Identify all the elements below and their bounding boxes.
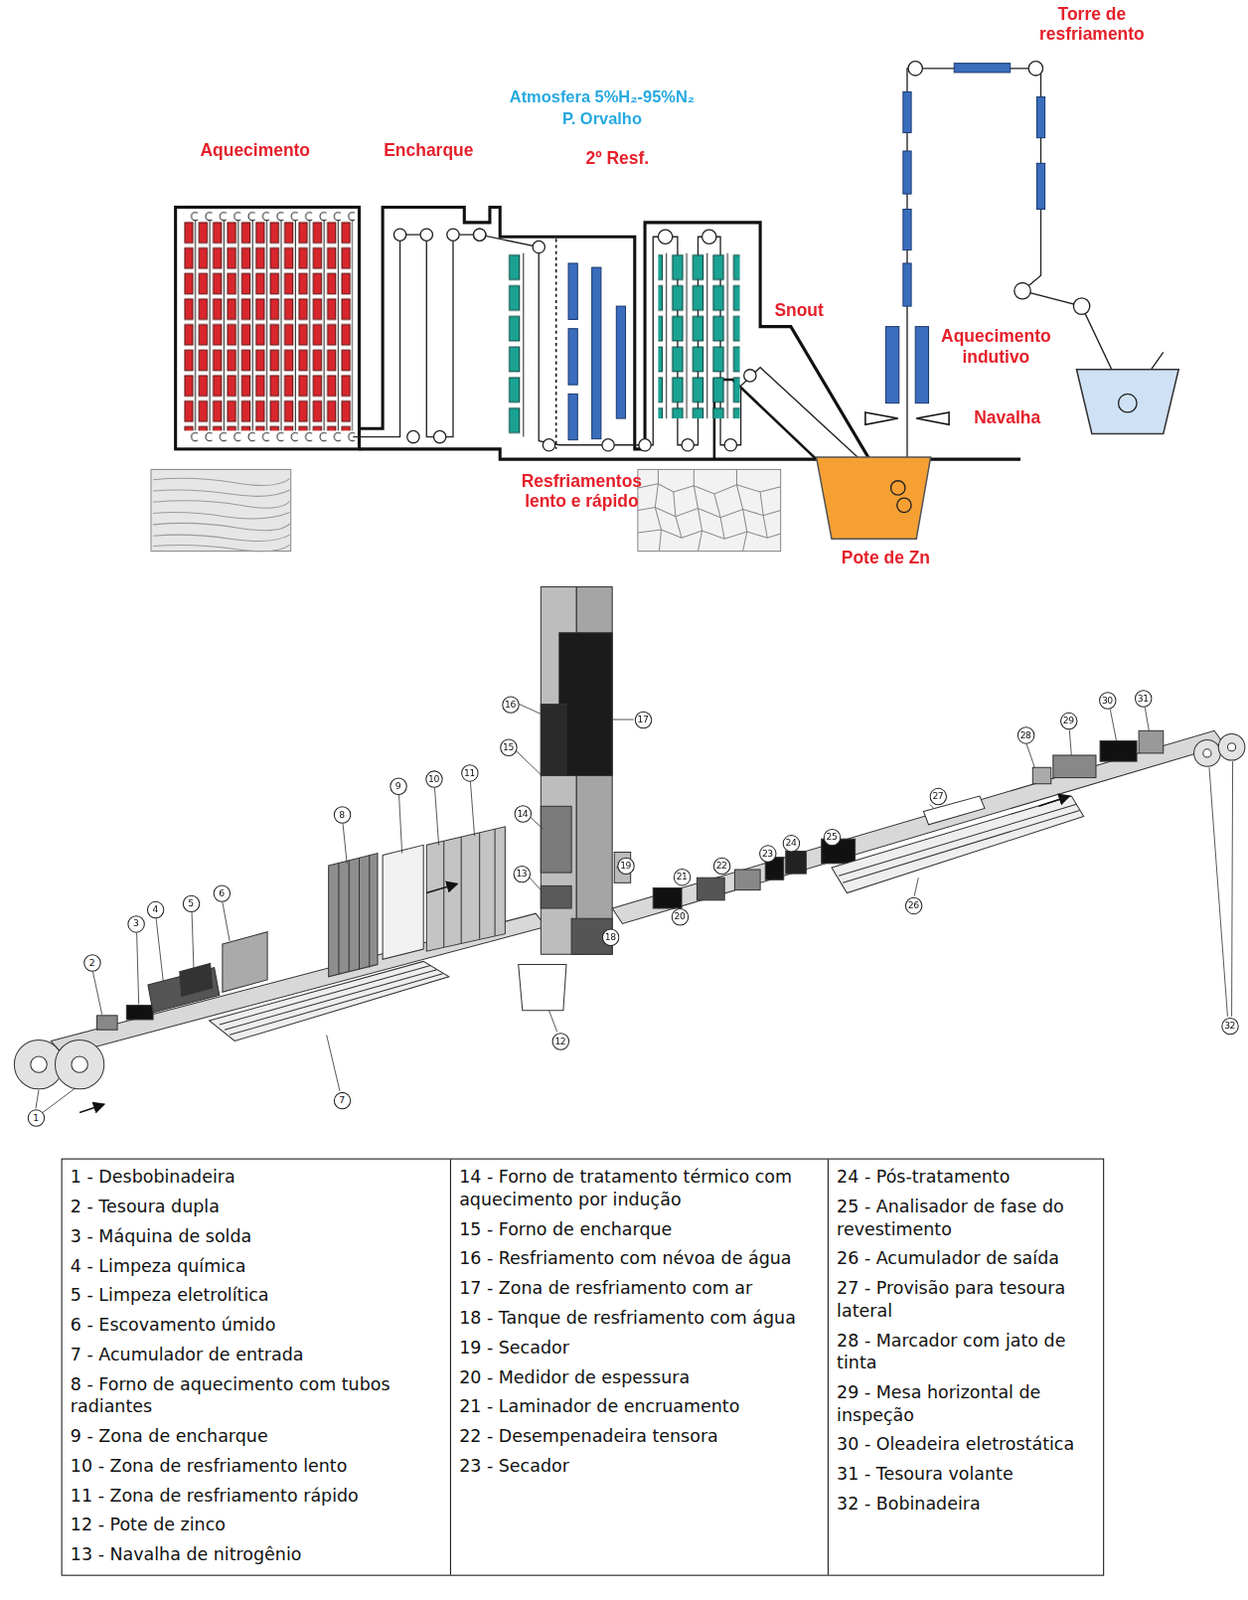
callout-number: 22 [712, 856, 730, 874]
callout-number: 28 [1016, 726, 1034, 744]
callout-number: 10 [425, 770, 443, 787]
table-cell: 30 - Oleadeira eletrostática [836, 1432, 1094, 1456]
table-cell: 5 - Limpeza eletrolítica [70, 1283, 443, 1307]
callout-number: 26 [904, 896, 922, 914]
table-cell: 4 - Limpeza química [70, 1253, 443, 1277]
flow-arrows [79, 795, 1070, 1112]
callout-number: 8 [332, 805, 350, 823]
table-cell: 3 - Máquina de solda [70, 1224, 443, 1248]
callout-number: 9 [389, 777, 407, 794]
table-cell: 26 - Acumulador de saída [836, 1247, 1094, 1270]
section-label: Torre de resfriamento [1031, 3, 1152, 44]
callout-number: 7 [332, 1091, 350, 1108]
callout-number: 12 [551, 1032, 569, 1050]
table-cell: 14 - Forno de tratamento térmico com aqu… [459, 1165, 820, 1211]
callout-number: 29 [1060, 711, 1078, 729]
callout-number: 1 [26, 1108, 44, 1126]
table-cell: 21 - Laminador de encruamento [459, 1395, 820, 1418]
table-cell: 1 - Desbobinadeira [70, 1165, 443, 1189]
table-cell: 31 - Tesoura volante [836, 1462, 1094, 1486]
section-label: Encharque [383, 141, 473, 161]
callout-number: 20 [670, 907, 688, 925]
table-cell: 9 - Zona de encharque [70, 1424, 443, 1448]
callout-number: 32 [1221, 1016, 1239, 1034]
leader-lines [35, 704, 1234, 1113]
callout-number: 18 [601, 928, 619, 945]
rolls [183, 430, 356, 443]
callout-number: 27 [929, 786, 946, 804]
callout-number: 21 [672, 867, 690, 885]
table-cell: 29 - Mesa horizontal de inspeção [836, 1381, 1094, 1426]
callout-number: 31 [1133, 689, 1151, 707]
callout-number: 15 [499, 738, 517, 756]
callout-number: 16 [501, 695, 519, 713]
rolls [183, 210, 356, 223]
table-cell: 17 - Zona de resfriamento com ar [459, 1276, 820, 1300]
strip-path [352, 68, 1163, 498]
callout-number: 4 [146, 900, 163, 918]
callout-number: 17 [633, 710, 651, 728]
table-cell: 24 - Pós-tratamento [836, 1165, 1094, 1189]
table-cell: 19 - Secador [459, 1335, 820, 1359]
rolls [393, 61, 1137, 513]
section-label: Atmosfera 5%H₂-95%N₂ [509, 87, 695, 107]
gas-jet-cooler [657, 253, 740, 419]
table-cell: 7 - Acumulador de entrada [70, 1343, 443, 1367]
zinc-pot [816, 457, 932, 539]
section-label: Aquecimento [199, 141, 311, 161]
callout-number: 25 [822, 827, 840, 845]
table-column: 1 - Desbobinadeira 2 - Tesoura dupla 3 - M… [62, 1159, 451, 1575]
callout-number: 2 [83, 953, 101, 971]
table-cell: 11 - Zona de resfriamento rápido [70, 1483, 443, 1507]
callout-number: 6 [212, 884, 230, 902]
section-label: 2º Resf. [586, 149, 650, 169]
radiant-tubes [183, 220, 353, 432]
table-cell: 13 - Navalha de nitrogênio [70, 1543, 443, 1566]
zone-divider [555, 238, 558, 450]
micrograph-deformed [151, 468, 292, 551]
legend-table: 1 - Desbobinadeira 2 - Tesoura dupla 3 - M… [61, 1158, 1105, 1576]
furnace-schematic [175, 206, 1021, 460]
gas-jet-cooler [507, 253, 529, 438]
callout-number: 30 [1098, 691, 1116, 709]
table-cell: 18 - Tanque de resfriamento com água [459, 1306, 820, 1330]
callout-number: 24 [781, 834, 799, 852]
callout-number: 13 [512, 864, 530, 882]
section-label: Resfriamentos lento e rápido [514, 470, 650, 511]
callout-number: 5 [181, 894, 199, 912]
line-isometric [13, 587, 1246, 1090]
table-cell: 32 - Bobinadeira [836, 1491, 1094, 1515]
table-cell: 23 - Secador [459, 1453, 820, 1477]
section-label: Snout [774, 301, 823, 321]
section-label: P. Orvalho [562, 110, 642, 130]
table-cell: 2 - Tesoura dupla [70, 1195, 443, 1219]
table-cell: 15 - Forno de encharque [459, 1217, 820, 1241]
table-cell: 10 - Zona de resfriamento lento [70, 1453, 443, 1477]
air-knife [865, 412, 949, 425]
table-column: 14 - Forno de tratamento térmico com aqu… [450, 1159, 828, 1575]
section-label: Pote de Zn [841, 547, 931, 568]
table-column: 24 - Pós-tratamento 25 - Analisador de fa… [827, 1159, 1102, 1575]
callout-number: 14 [513, 804, 531, 822]
section-label: Aquecimento indutivo [937, 326, 1055, 367]
micrograph-recrystallized [637, 468, 781, 551]
table-cell: 12 - Pote de zinco [70, 1513, 443, 1537]
table-cell: 25 - Analisador de fase do revestimento [836, 1195, 1094, 1241]
callout-number: 11 [461, 764, 478, 781]
table-cell: 8 - Forno de aquecimento com tubos radia… [70, 1372, 443, 1417]
table-cell: 27 - Provisão para tesoura lateral [836, 1276, 1094, 1322]
table-cell: 16 - Resfriamento com névoa de água [459, 1247, 820, 1270]
callout-number: 3 [127, 915, 145, 933]
table-cell: 28 - Marcador com jato de tinta [836, 1328, 1094, 1374]
table-cell: 20 - Medidor de espessura [459, 1365, 820, 1389]
callout-number: 23 [759, 844, 777, 862]
callout-number: 19 [617, 856, 634, 874]
table-cell: 6 - Escovamento úmido [70, 1313, 443, 1337]
section-label: Navalha [973, 408, 1041, 429]
table-cell: 22 - Desempenadeira tensora [459, 1424, 820, 1448]
water-tank [1076, 369, 1179, 435]
